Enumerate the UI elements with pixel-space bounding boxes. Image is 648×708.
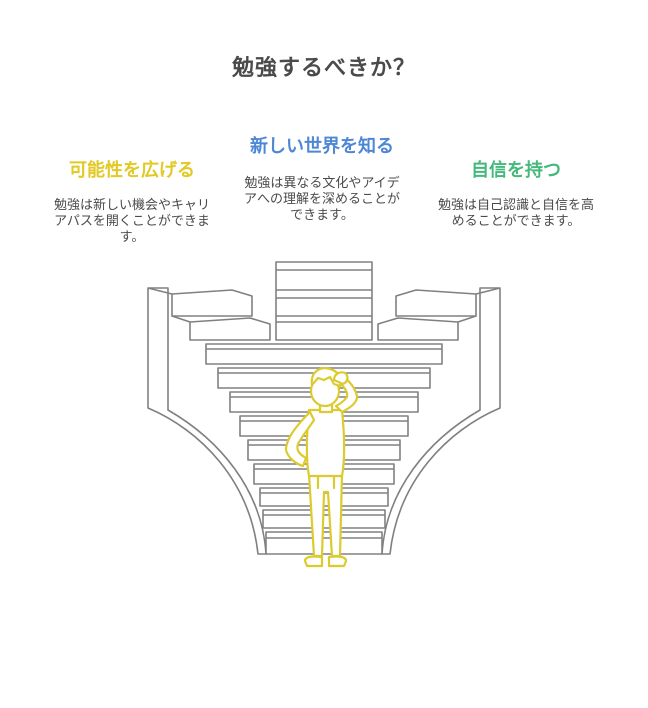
page-title: 勉強するべきか？ — [231, 56, 416, 81]
left-branch-steps — [147, 287, 271, 341]
column-description: 勉強は新しい機会やキャリアパスを開くことができます。 — [53, 198, 210, 245]
column-description: 勉強は自己認識と自信を高めることができます。 — [437, 198, 594, 229]
column-description: 勉強は異なる文化やアイデアへの理解を深めることができます。 — [243, 176, 400, 223]
right-branch-steps — [377, 287, 501, 341]
column-know-new-world: 新しい世界を知る 勉強は異なる文化やアイデアへの理解を深めることができます。 — [238, 132, 406, 224]
column-have-confidence: 自信を持つ 勉強は自己認識と自信を高めることができます。 — [436, 156, 596, 230]
column-heading: 可能性を広げる — [69, 160, 195, 181]
column-heading: 自信を持つ — [471, 160, 561, 181]
right-wall — [381, 287, 501, 555]
column-expand-possibilities: 可能性を広げる 勉強は新しい機会やキャリアパスを開くことができます。 — [52, 156, 212, 246]
column-heading: 新しい世界を知る — [250, 136, 394, 157]
left-wall — [147, 287, 267, 555]
center-column-steps — [275, 261, 373, 341]
thinking-person-icon — [284, 367, 359, 568]
